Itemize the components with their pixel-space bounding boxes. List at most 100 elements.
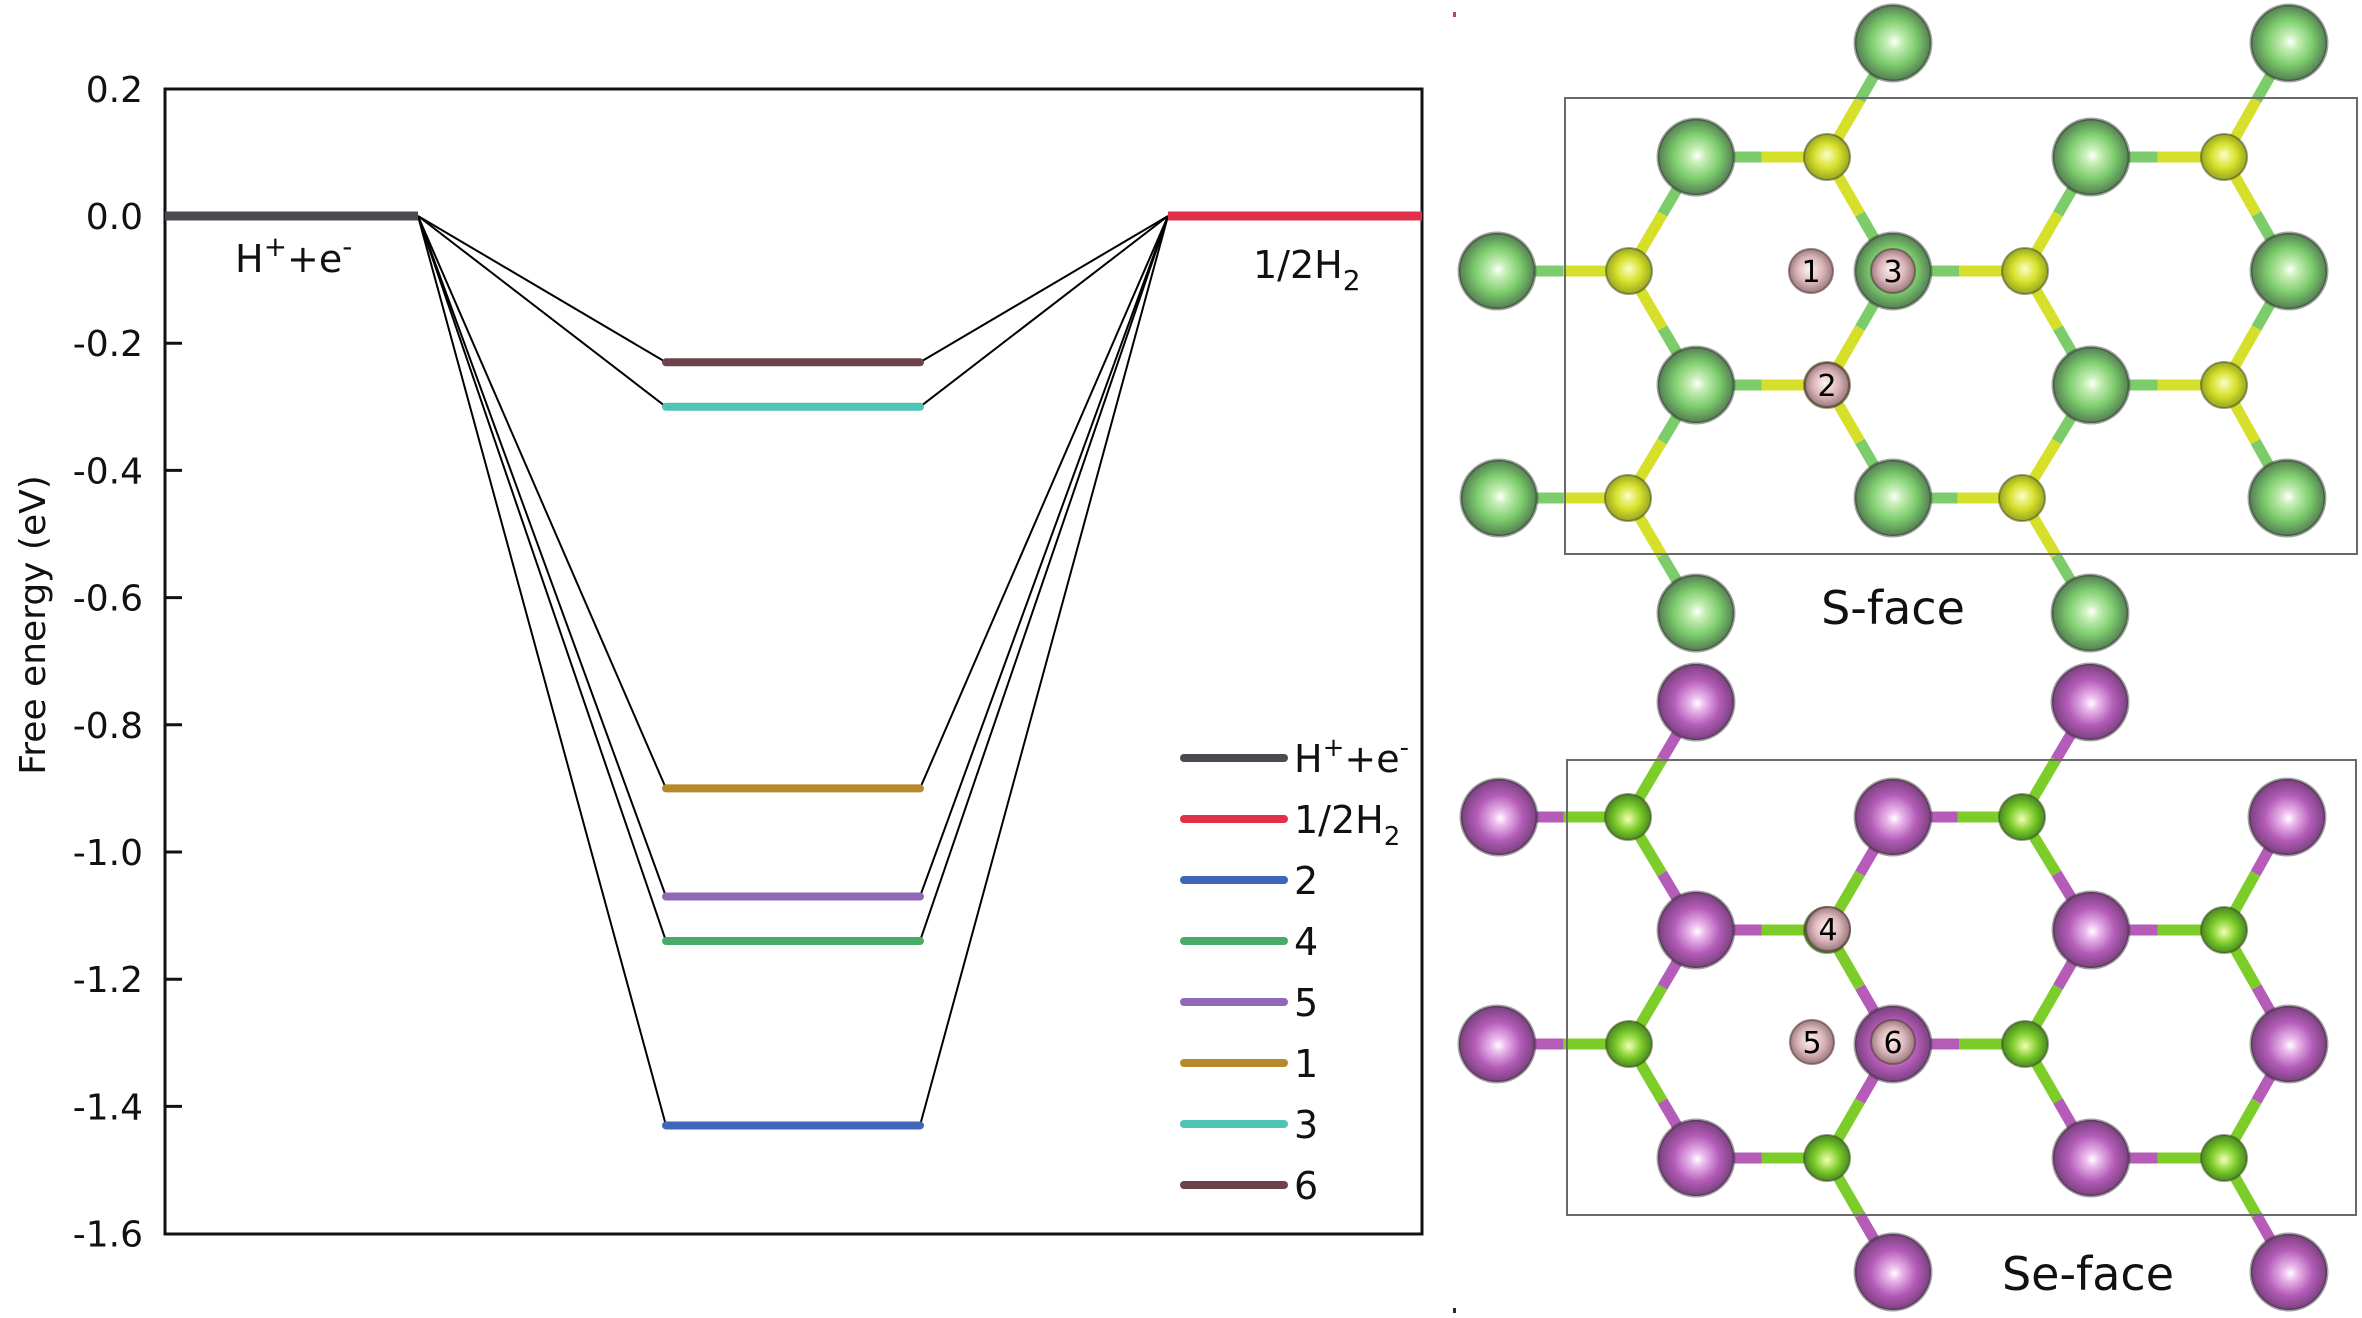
small-atom [2001, 247, 2049, 295]
energy-levels [165, 211, 1422, 1130]
large-atom [1656, 117, 1736, 197]
plot-frame [163, 87, 1424, 1236]
small-atom [1998, 474, 2046, 522]
large-atom [2249, 1004, 2329, 1084]
artifact-dot-bottom [1453, 1308, 1456, 1313]
s-face-structure: 1 2 3 [1457, 3, 2358, 653]
large-atom [2247, 458, 2327, 538]
small-atom [1803, 1134, 1851, 1182]
free-energy-chart: 0.2 0.0 -0.2 -0.4 -0.6 -0.8 -1.0 -1.2 -1.4 -1.6 H… [13, 70, 1424, 1256]
large-atom [2249, 231, 2329, 311]
legend-label-7: 6 [1294, 1164, 1318, 1208]
connector-line-right-site-5 [919, 215, 1169, 897]
hydrogen-site-1 [1788, 248, 1834, 294]
large-atom [1656, 345, 1736, 425]
y-tick-label: 0.2 [86, 70, 143, 111]
connector-line-left-site-6 [417, 215, 667, 364]
connector-lines [417, 215, 1169, 1126]
small-atom [1998, 793, 2046, 841]
legend-label-1: 1/2H2 [1294, 798, 1400, 852]
large-atom [2051, 117, 2131, 197]
small-atom [2200, 1134, 2248, 1182]
site-label-5: 5 [1802, 1026, 1821, 1061]
legend: H++e- 1/2H2 2 4 5 1 3 6 [1180, 733, 1409, 1208]
legend-label-4: 5 [1294, 981, 1318, 1025]
large-atom [1656, 573, 1736, 653]
legend-label-3: 4 [1294, 920, 1318, 964]
large-atom [2050, 662, 2130, 742]
connector-line-left-site-3 [417, 215, 667, 408]
large-atom [1459, 458, 1539, 538]
state-labels: H++e- 1/2H2 [235, 230, 1361, 297]
y-tick-label: -0.2 [73, 324, 143, 365]
y-tick-label: -0.8 [73, 706, 143, 747]
large-atom [1853, 777, 1933, 857]
connector-line-left-site-2 [417, 215, 667, 1126]
large-atom [2247, 777, 2327, 857]
large-atom [1853, 3, 1933, 83]
small-atom [2001, 1020, 2049, 1068]
y-tick-label: -1.0 [73, 833, 143, 874]
hydrogen-site-6 [1870, 1019, 1916, 1065]
se-face-structure: 4 5 6 [1457, 662, 2357, 1312]
se-face-label: Se-face [2002, 1247, 2174, 1301]
large-atom [1459, 777, 1539, 857]
connector-line-right-site-3 [919, 215, 1169, 408]
legend-label-5: 1 [1294, 1042, 1318, 1086]
y-ticks: 0.2 0.0 -0.2 -0.4 -0.6 -0.8 -1.0 -1.2 -1.4 -1.6 [73, 70, 182, 1256]
connector-line-right-site-4 [919, 215, 1169, 942]
small-atom [1803, 133, 1851, 181]
connector-line-left-site-4 [417, 215, 667, 942]
unit-cell-box [1564, 97, 2358, 555]
final-state-label: 1/2H2 [1253, 243, 1361, 297]
axes [163, 87, 1424, 1236]
small-atom [1604, 793, 1652, 841]
large-atom [2249, 3, 2329, 83]
large-atom [1853, 458, 1933, 538]
y-tick-label: -0.6 [73, 579, 143, 620]
large-atom [1853, 1232, 1933, 1312]
se-face-lattice [1457, 662, 2357, 1312]
legend-label-0: H++e- [1294, 733, 1409, 781]
large-atom [2050, 573, 2130, 653]
small-atom [1604, 474, 1652, 522]
large-atom [2051, 890, 2131, 970]
site-label-6: 6 [1883, 1026, 1902, 1061]
large-atom [2249, 1232, 2329, 1312]
large-atom [1656, 890, 1736, 970]
large-atom [1656, 1118, 1736, 1198]
small-atom [1605, 1020, 1653, 1068]
hydrogen-site-4 [1805, 906, 1851, 952]
large-atom [1457, 1004, 1537, 1084]
connector-line-left-site-5 [417, 215, 667, 897]
site-label-2: 2 [1817, 369, 1836, 404]
y-tick-label: -0.4 [73, 451, 143, 492]
small-atom [2200, 361, 2248, 409]
legend-label-6: 3 [1294, 1103, 1318, 1147]
initial-state-label: H++e- [235, 230, 352, 281]
y-tick-label: -1.4 [73, 1087, 143, 1128]
site-label-4: 4 [1818, 913, 1837, 948]
y-tick-label: -1.6 [73, 1215, 143, 1256]
large-atom [1656, 662, 1736, 742]
site-label-3: 3 [1883, 255, 1902, 290]
large-atom [2051, 1118, 2131, 1198]
y-tick-label: 0.0 [86, 197, 143, 238]
y-tick-label: -1.2 [73, 960, 143, 1001]
large-atom [1457, 231, 1537, 311]
legend-label-2: 2 [1294, 859, 1318, 903]
connector-line-right-site-1 [919, 215, 1169, 789]
artifact-dot-top [1453, 12, 1456, 17]
small-atom [1605, 247, 1653, 295]
s-face-label: S-face [1821, 581, 1965, 635]
connector-line-right-site-2 [919, 215, 1169, 1126]
large-atom [2051, 345, 2131, 425]
y-axis-label: Free energy (eV) [13, 475, 54, 775]
small-atom [2200, 133, 2248, 181]
unit-cell-box [1566, 759, 2357, 1216]
connector-line-right-site-6 [919, 215, 1169, 364]
small-atom [2200, 906, 2248, 954]
site-label-1: 1 [1801, 255, 1820, 290]
hydrogen-site-2 [1804, 362, 1850, 408]
